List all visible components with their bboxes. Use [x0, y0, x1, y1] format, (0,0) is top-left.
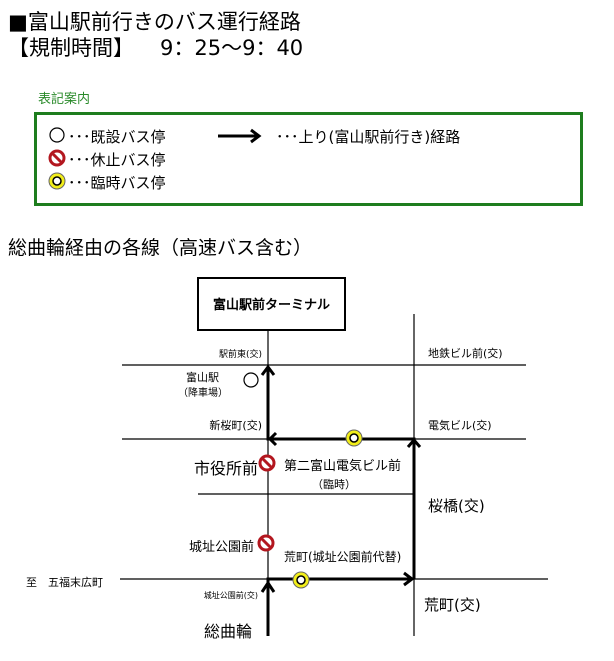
- label-aramachi: 荒町(交): [424, 596, 481, 614]
- stop-shiyakusho-icon: [258, 454, 276, 472]
- label-daini-denki: 第二富山電気ビル前: [284, 459, 402, 474]
- stop-daini-denki-icon: [345, 429, 363, 447]
- page-title: ■富山駅前行きのバス運行経路: [8, 10, 301, 34]
- terminal-label: 富山駅前ターミナル: [212, 298, 330, 313]
- legend-suspended: ･･･休止バス停: [68, 151, 166, 169]
- section-title: 総曲輪経由の各線（高速バス含む）: [8, 237, 313, 259]
- arrow-right-icon: [218, 128, 262, 144]
- legend-temporary: ･･･臨時バス停: [68, 174, 166, 192]
- label-shiyakusho: 市役所前: [193, 459, 258, 478]
- legend-title: 表記案内: [38, 92, 91, 107]
- legend-route: ･･･上り(富山駅前行き)経路: [276, 128, 461, 146]
- label-chitetsu-biru: 地鉄ビル前(交): [428, 347, 503, 360]
- stop-toyama-eki-icon: [243, 372, 259, 388]
- label-to-gofuku: 至 五福末広町: [26, 576, 103, 589]
- label-joshi-koen-intersection: 城址公園前(交): [203, 591, 258, 600]
- legend-box: [34, 112, 583, 206]
- label-aramachi-alt: 荒町(城址公園前代替): [284, 550, 402, 564]
- terminal-box: [197, 277, 346, 331]
- label-ekimae-higashi: 駅前東(交): [218, 350, 262, 360]
- label-shinsakuramachi: 新桜町(交): [209, 419, 262, 432]
- label-origin-sogawa: 総曲輪: [204, 622, 253, 641]
- label-sakurabashi: 桜橋(交): [428, 497, 485, 515]
- label-joshi-koen-mae: 城址公園前: [188, 540, 254, 555]
- period-value: 9：25〜9：40: [160, 36, 304, 60]
- label-toyama-eki-sub: （降車場）: [178, 388, 228, 399]
- route-path: [260, 364, 422, 636]
- no-entry-icon: [48, 149, 66, 167]
- stop-aramachi-alt-icon: [292, 571, 310, 589]
- label-daini-denki-sub: （臨時）: [312, 478, 356, 491]
- stop-joshi-koen-icon: [257, 534, 275, 552]
- label-toyama-eki: 富山駅: [186, 371, 219, 384]
- legend-existing: ･･･既設バス停: [68, 128, 166, 146]
- roads: [120, 314, 548, 636]
- period-label: 【規制時間】: [8, 36, 134, 60]
- yellow-ring-icon: [48, 172, 66, 190]
- white-circle-icon: [49, 127, 65, 143]
- label-denki-biru: 電気ビル(交): [428, 419, 492, 432]
